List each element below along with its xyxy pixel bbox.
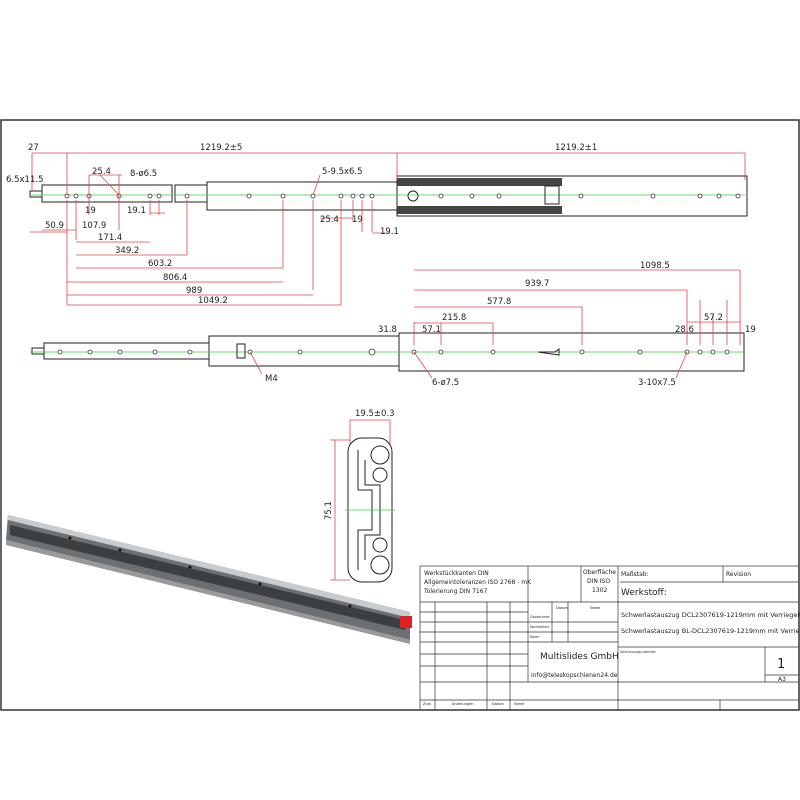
dim-989: 989 — [186, 286, 202, 296]
dim-27: 27 — [28, 143, 39, 153]
row-drawn: Gezeichnet — [530, 615, 550, 619]
sheet-frame — [0, 119, 800, 711]
dim-19-bottom: 19 — [745, 325, 756, 335]
product-image — [6, 515, 412, 644]
change-header-date: Datum — [492, 702, 504, 706]
bottom-view — [30, 332, 745, 372]
dim-50-9: 50.9 — [45, 221, 64, 231]
dim-171-4: 171.4 — [98, 233, 122, 243]
dim-577-8: 577.8 — [487, 297, 511, 307]
dim-107-9: 107.9 — [82, 221, 106, 231]
dim-57-2: 57.2 — [704, 313, 723, 323]
dim-1049-2: 1049.2 — [198, 296, 228, 306]
dim-slots-3: 3-10x7.5 — [638, 378, 676, 388]
dim-939-7: 939.7 — [525, 279, 549, 289]
dim-31-8: 31.8 — [378, 325, 397, 335]
sheet-number: 1 — [777, 657, 785, 672]
row-checked: Kontrolliert — [530, 625, 550, 629]
dim-slots-5: 5-9.5x6.5 — [322, 167, 363, 177]
surface-std: DIN ISO — [587, 578, 610, 585]
dim-349-2: 349.2 — [115, 246, 139, 256]
row-norm: Norm — [530, 635, 540, 639]
title-block — [419, 565, 800, 711]
surface-label: Oberfläche — [583, 569, 616, 576]
dim-25-4-b: 25.4 — [320, 215, 339, 225]
dim-section-width: 19.5±0.3 — [355, 409, 395, 419]
company-email: info@teleskopschienen24.de — [531, 672, 618, 679]
dim-25-4: 25.4 — [92, 167, 111, 177]
note-1: Werkstückkanten DIN — [424, 570, 489, 577]
dim-holes-8: 8-ø6.5 — [130, 169, 157, 179]
dim-m4: M4 — [265, 374, 278, 384]
dim-28-6: 28.6 — [675, 325, 694, 335]
dim-57-1: 57.1 — [422, 325, 441, 335]
company-name: Multislides GmbH — [540, 652, 619, 662]
scale-label: Maßstab: — [621, 571, 649, 578]
dim-215-8: 215.8 — [442, 313, 466, 323]
dim-806-4: 806.4 — [163, 273, 187, 283]
change-header-state: Zust — [423, 702, 431, 706]
dim-section-height: 75.1 — [324, 501, 334, 520]
material-label: Werkstoff: — [621, 588, 667, 598]
top-view-dimensions: 27 1219.2±5 1219.2±1 6.5x11.5 25.4 8-ø6.… — [6, 143, 746, 306]
dim-1219-1: 1219.2±1 — [555, 143, 597, 153]
drawing-number-label: Zeichnungsnummer: — [620, 650, 656, 654]
change-header-changes: Änderungen — [452, 701, 473, 706]
paper-format: A3 — [778, 676, 786, 683]
title-line-2: Schwerlastauszug BL-DCL2307619-1219mm mi… — [621, 627, 800, 635]
bottom-view-dimensions: 1098.5 939.7 577.8 215.8 31.8 57.1 28.6 … — [249, 261, 756, 388]
dim-slot: 6.5x11.5 — [6, 175, 43, 185]
dim-19: 19 — [85, 206, 96, 216]
dim-603-2: 603.2 — [148, 259, 172, 269]
lock-lever — [400, 616, 412, 628]
dim-1219-5: 1219.2±5 — [200, 143, 242, 153]
dim-19-1: 19.1 — [127, 206, 146, 216]
title-line-1: Schwerlastauszug DCL2307619-1219mm mit V… — [621, 611, 800, 619]
revision-label: Revision — [726, 571, 751, 578]
note-3: Tolerierung DIN 7167 — [423, 588, 488, 595]
dim-1098-5: 1098.5 — [640, 261, 670, 271]
name-header: Name — [590, 606, 600, 610]
change-header-name: Name — [514, 702, 524, 706]
date-header: Datum — [556, 606, 568, 610]
surface-num: 1302 — [592, 587, 607, 594]
dim-holes-6: 6-ø7.5 — [432, 378, 459, 388]
note-2: Allgemeintoleranzen ISO 2768 - mK — [424, 579, 532, 586]
title-block-text: Werkstückkanten DIN Allgemeintoleranzen … — [423, 569, 800, 706]
dim-19-1-b: 19.1 — [380, 227, 399, 237]
section-view: 19.5±0.3 75.1 — [324, 409, 395, 583]
dim-19-b: 19 — [352, 215, 363, 225]
